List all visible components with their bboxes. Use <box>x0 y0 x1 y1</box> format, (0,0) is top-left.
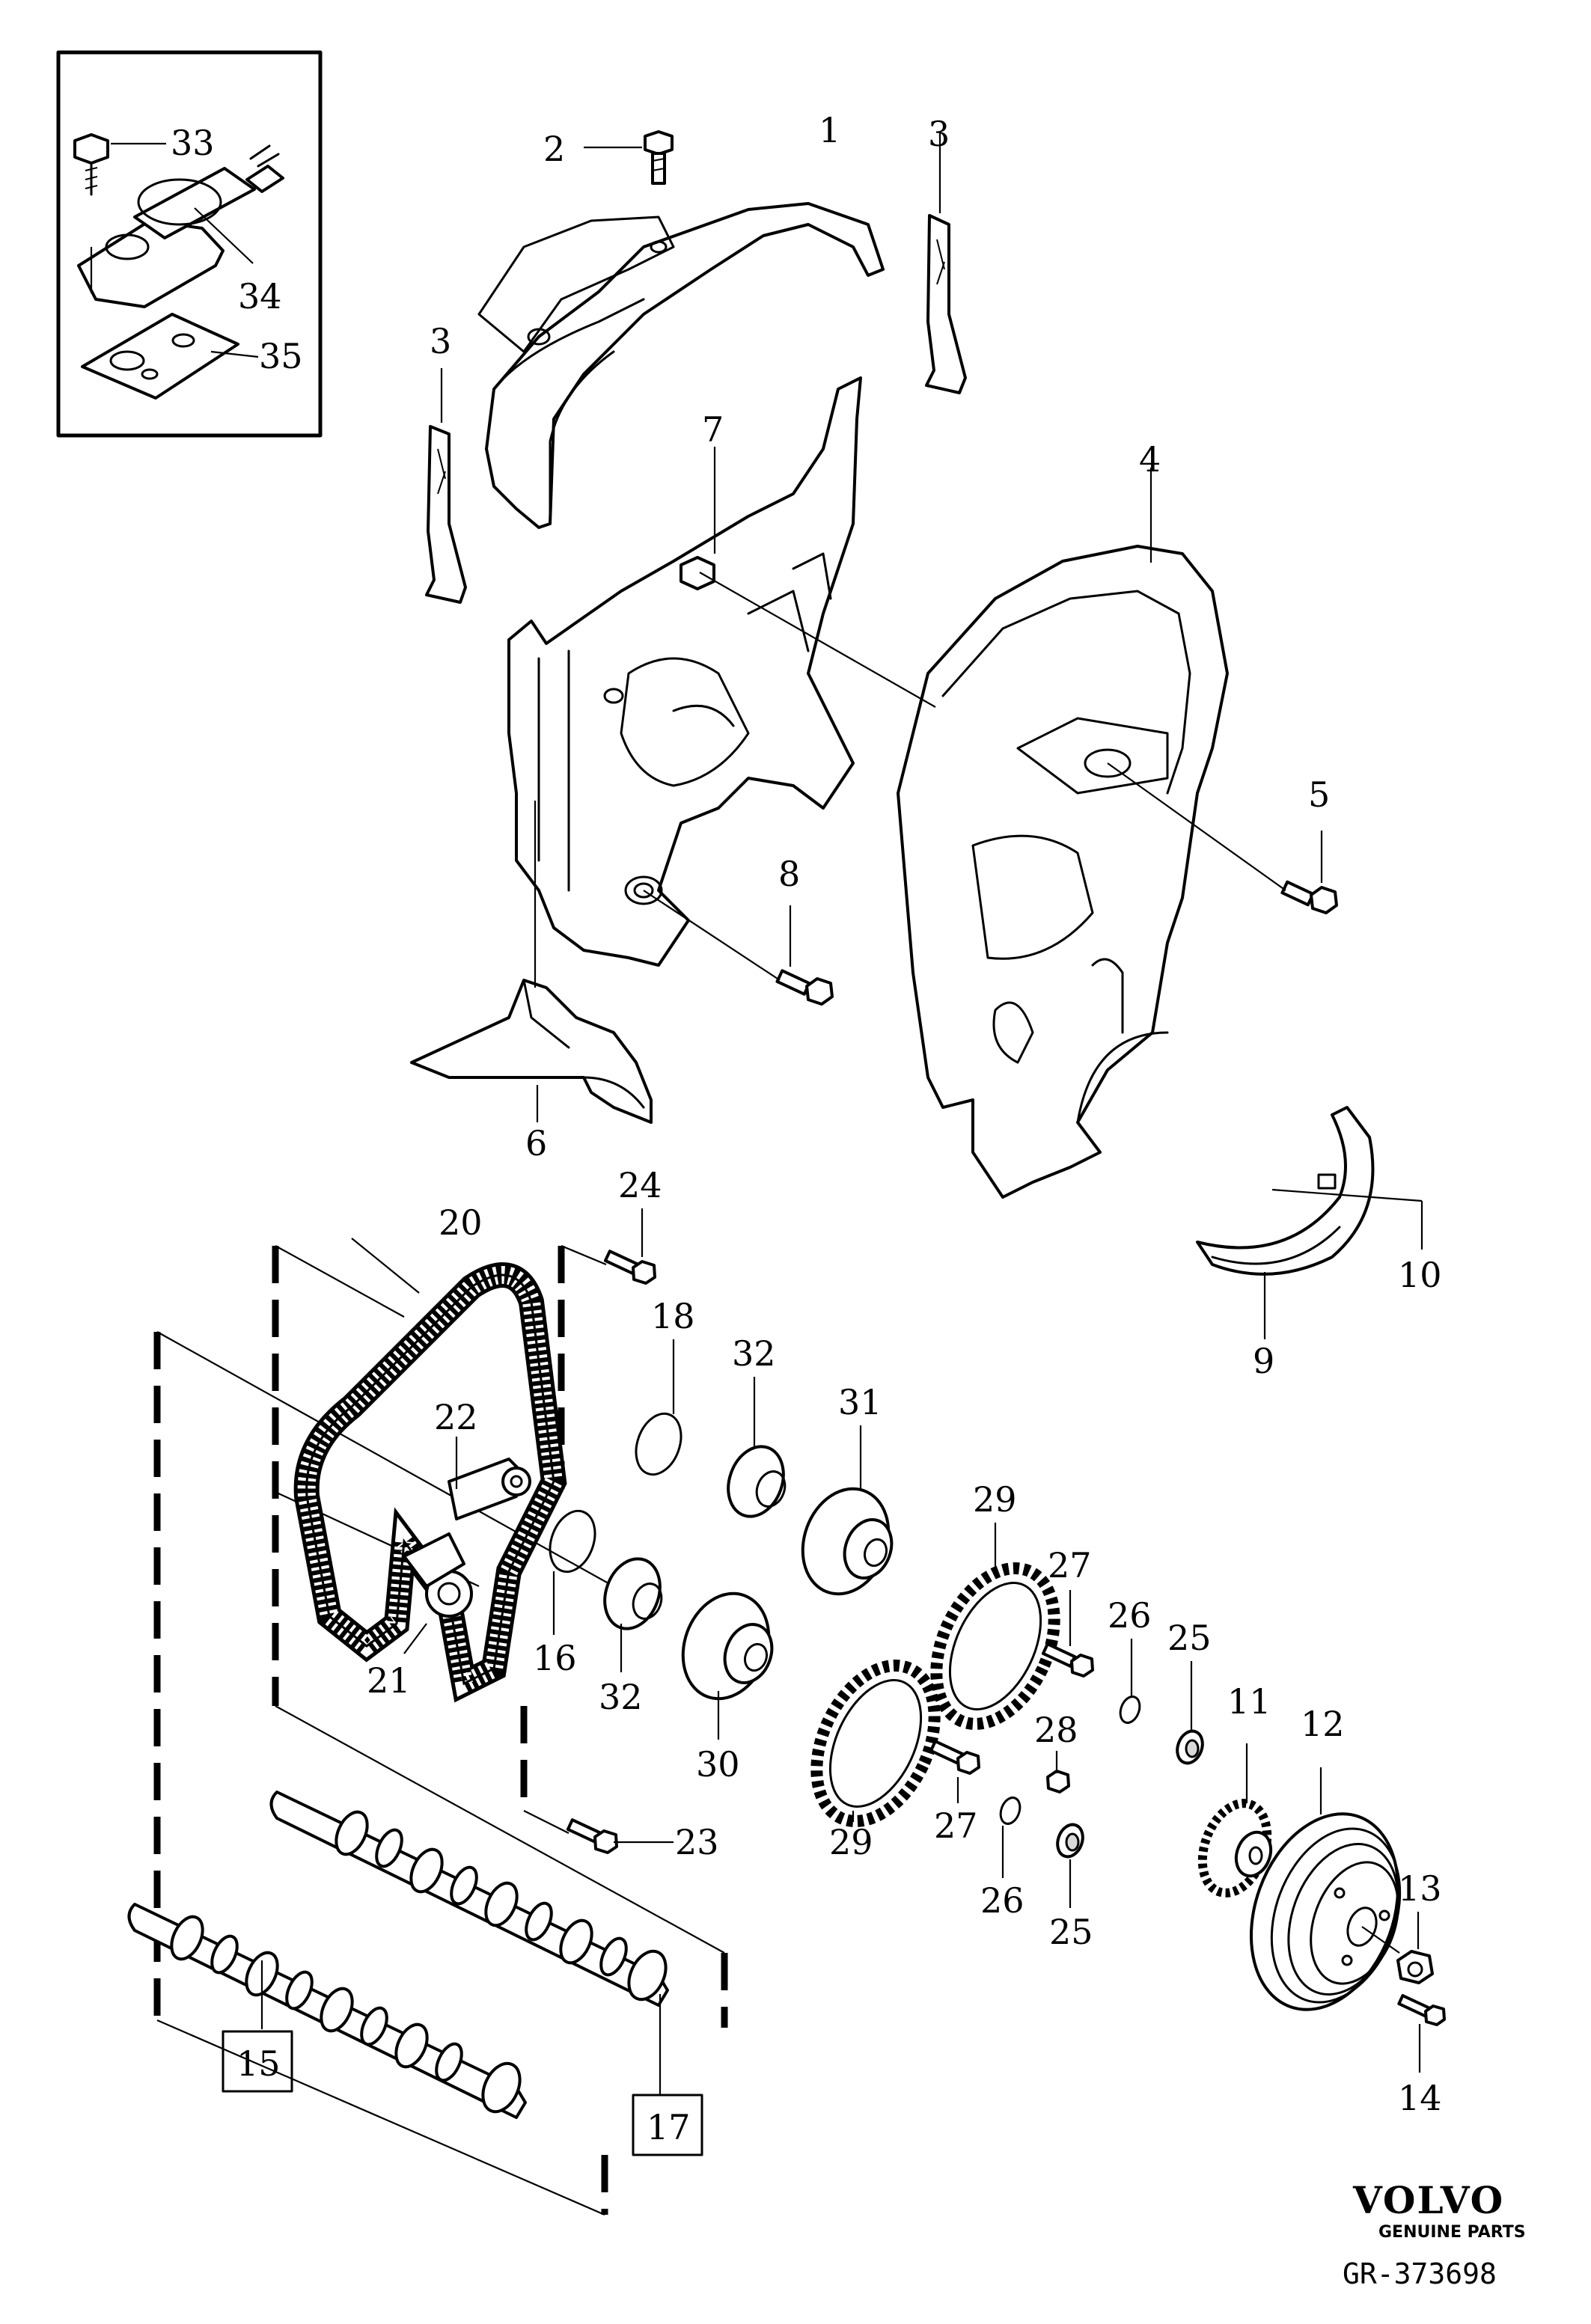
callout-21: 21 <box>367 1660 411 1701</box>
timing-belt-20-drawing <box>293 1238 567 1703</box>
callout-18: 18 <box>651 1296 695 1336</box>
brand-logo: VOLVO <box>1352 2178 1504 2222</box>
upper-timing-cover-1 <box>477 202 885 529</box>
seal-32-upper-drawing <box>727 1377 787 1518</box>
clip-3-left-drawing <box>425 368 467 604</box>
callout-9: 9 <box>1253 1341 1274 1381</box>
callout-25-upper: 25 <box>1167 1618 1212 1658</box>
bolt-14-drawing <box>1361 1926 1446 2073</box>
callout-16: 16 <box>533 1638 577 1678</box>
o-ring-16-drawing <box>549 1509 596 1635</box>
callout-2: 2 <box>543 129 565 169</box>
cap-25-upper-drawing <box>1176 1661 1204 1765</box>
crank-sprocket-11-drawing <box>1197 1743 1273 1898</box>
adjuster-31-drawing <box>801 1425 894 1596</box>
callout-17: 17 <box>647 2107 691 2147</box>
callout-30: 30 <box>696 1744 740 1785</box>
callout-33: 33 <box>171 123 215 163</box>
bolt-28-drawing <box>1046 1751 1070 1794</box>
bolt-23-drawing <box>566 1818 674 1854</box>
sprocket-29-lower-drawing <box>810 1660 941 1827</box>
lower-shield-9-10-drawing <box>1196 1106 1423 1339</box>
callout-32-upper: 32 <box>732 1333 776 1374</box>
callout-5: 5 <box>1308 774 1330 815</box>
callout-labels: 1 2 3 3 4 5 6 7 8 9 10 11 12 13 14 15 16… <box>171 110 1442 2147</box>
pulley-12-drawing <box>1249 1767 1402 2011</box>
bolt-2-drawing <box>584 130 674 185</box>
callout-3-right: 3 <box>928 114 950 154</box>
callout-22: 22 <box>434 1397 478 1437</box>
bolt-27-lower-drawing <box>929 1740 980 1803</box>
gasket-35-drawing <box>81 313 239 400</box>
callout-7: 7 <box>702 409 724 450</box>
callout-8: 8 <box>778 854 800 894</box>
callout-10: 10 <box>1398 1255 1442 1295</box>
callout-27-upper: 27 <box>1048 1545 1092 1585</box>
callout-15: 15 <box>236 2043 281 2084</box>
callout-31: 31 <box>838 1382 882 1422</box>
callout-25-lower: 25 <box>1049 1912 1093 1952</box>
box-15 <box>222 2030 293 2093</box>
idler-21-drawing <box>403 1532 473 1654</box>
adjuster-30-drawing <box>681 1591 774 1740</box>
callout-32-lower: 32 <box>599 1677 643 1717</box>
callout-6: 6 <box>525 1123 547 1163</box>
callout-34: 34 <box>238 276 282 317</box>
callout-1: 1 <box>819 110 840 150</box>
callout-20: 20 <box>439 1202 483 1243</box>
callout-12: 12 <box>1301 1704 1345 1744</box>
callout-24: 24 <box>618 1165 662 1205</box>
tensioner-22-drawing <box>448 1437 531 1520</box>
brand-tagline: GENUINE PARTS <box>1378 2223 1526 2242</box>
bolt-8-drawing <box>643 890 834 1006</box>
callout-4: 4 <box>1139 439 1161 480</box>
box-17 <box>632 2094 703 2156</box>
callout-26-upper: 26 <box>1108 1595 1152 1636</box>
callout-13: 13 <box>1398 1868 1442 1909</box>
guide-lines <box>156 1244 725 2216</box>
sprocket-29-upper-drawing <box>930 1523 1060 1730</box>
bolt-5-drawing <box>1107 762 1338 914</box>
callout-35: 35 <box>259 336 303 376</box>
o-ring-18-drawing <box>635 1339 682 1476</box>
camshaft-15-drawing <box>127 1903 527 2119</box>
clip-3-right-drawing <box>925 131 967 394</box>
callout-11: 11 <box>1227 1681 1271 1722</box>
inset-box <box>56 50 323 438</box>
callout-27-lower: 27 <box>934 1805 978 1846</box>
dashed-frames <box>153 1246 728 2215</box>
seal-32-lower-drawing <box>603 1557 663 1672</box>
reference-number: GR-373698 <box>1343 2257 1497 2290</box>
callout-14: 14 <box>1398 2078 1442 2118</box>
bolt-27-upper-drawing <box>1041 1590 1094 1678</box>
bolt-33-drawing <box>73 133 109 196</box>
branding: VOLVO GENUINE PARTS GR-373698 <box>1343 2178 1526 2290</box>
shield-6-drawing <box>410 801 653 1124</box>
washer-26-upper-drawing <box>1119 1639 1141 1724</box>
nut-13-drawing <box>1396 1912 1434 1984</box>
callout-29-upper: 29 <box>973 1479 1017 1520</box>
solenoid-34-drawing <box>77 144 284 308</box>
callout-26-lower: 26 <box>980 1880 1024 1921</box>
callout-28: 28 <box>1034 1710 1078 1750</box>
callout-3-left: 3 <box>430 321 451 361</box>
camshaft-17-drawing <box>269 1791 669 2095</box>
lower-timing-cover-4 <box>897 468 1229 1199</box>
callout-29-lower: 29 <box>829 1822 873 1862</box>
washer-26-lower-drawing <box>999 1796 1022 1878</box>
inner-backplate-7 <box>507 376 862 967</box>
bolt-24-drawing <box>603 1208 656 1285</box>
callout-23: 23 <box>675 1822 719 1862</box>
cap-25-lower-drawing <box>1056 1823 1084 1908</box>
